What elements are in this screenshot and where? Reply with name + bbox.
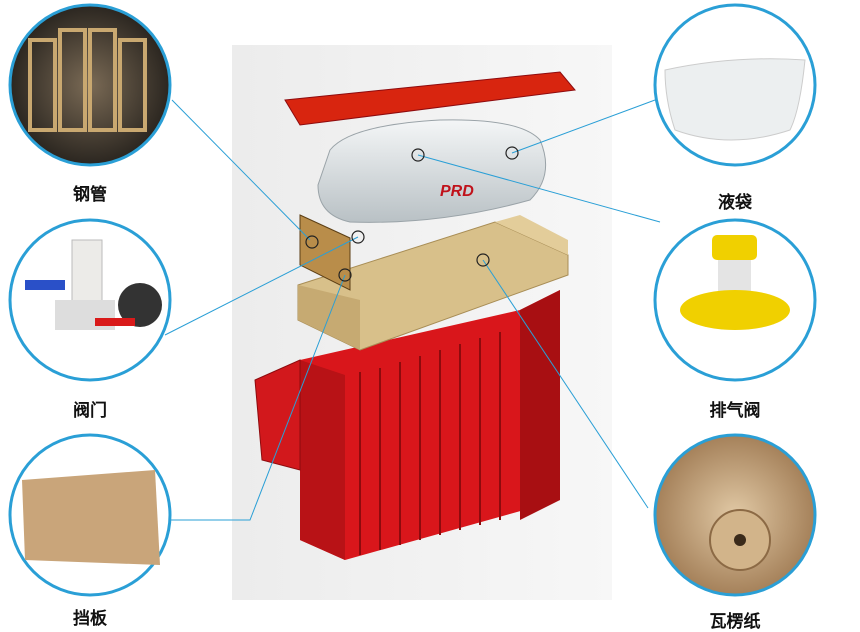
markers — [305, 146, 519, 282]
container-illustration — [254, 290, 560, 560]
bag-logo: PRD — [440, 183, 474, 200]
label-valve: 阀门 — [73, 401, 107, 421]
label-bag: 液袋 — [718, 193, 752, 213]
label-steel-pipe: 钢管 — [73, 185, 107, 205]
label-vent-valve: 排气阀 — [709, 401, 761, 421]
corrugated-roof — [284, 71, 576, 126]
bulkhead-board — [299, 214, 351, 291]
label-bulkhead: 挡板 — [73, 609, 107, 629]
label-corrugated-paper: 瓦楞纸 — [709, 612, 761, 632]
flexitank-bag: PRD — [317, 119, 547, 223]
leader-lines — [164, 99, 661, 521]
